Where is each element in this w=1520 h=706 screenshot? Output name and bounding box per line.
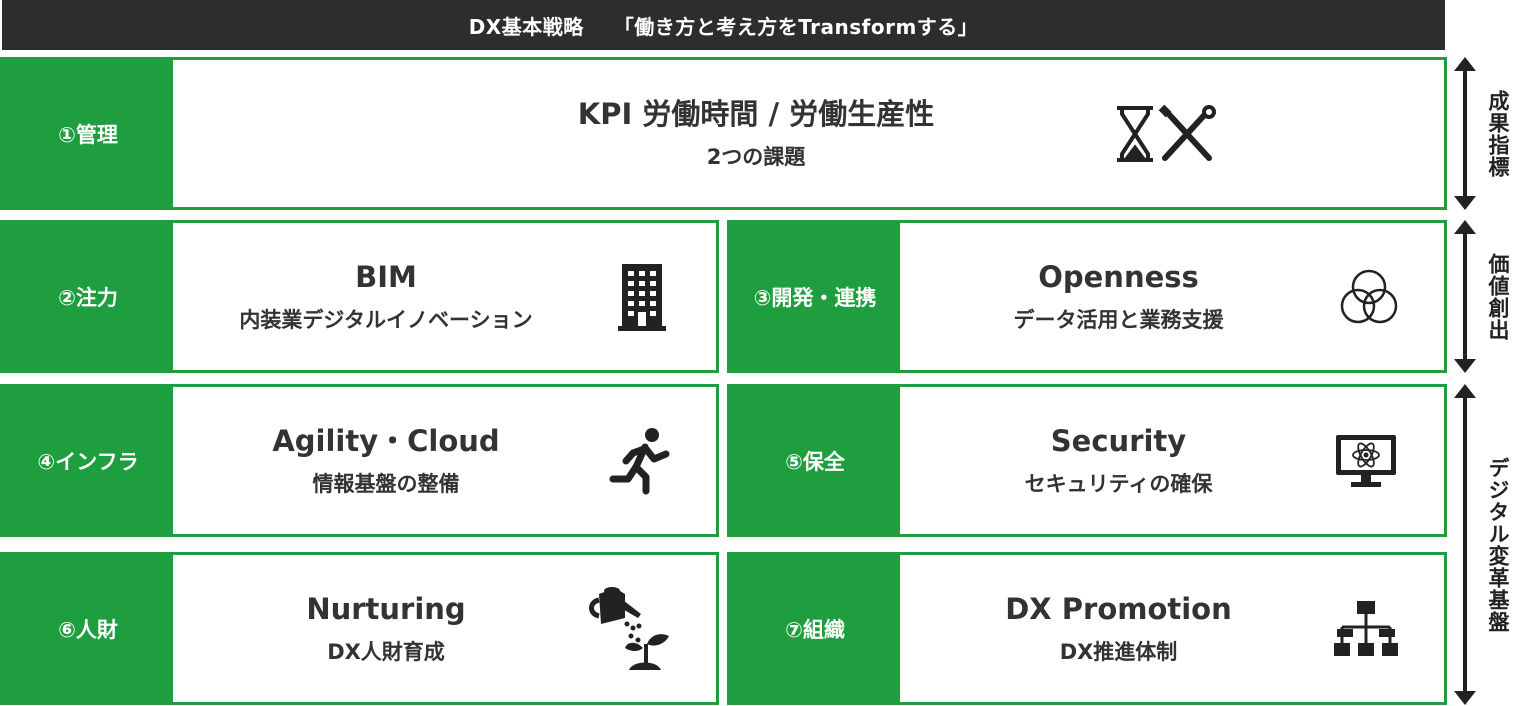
runner-icon [608, 427, 672, 495]
card-kpi-sub: 2つの課題 [706, 145, 806, 170]
side-value-label: 価値創出 [1483, 246, 1513, 347]
card-bim-sub: 内装業デジタルイノベーション [239, 308, 533, 333]
venn-circles-icon [1339, 268, 1399, 326]
card-promotion: ⑦組織 DX Promotion DX推進体制 [727, 552, 1447, 705]
side-value: 価値創出 [1450, 220, 1513, 373]
card-promotion-title: DX Promotion [1005, 591, 1232, 626]
card-kpi-title: KPI 労働時間 / 労働生産性 [577, 96, 935, 131]
kpi-icons [1113, 104, 1217, 164]
card-kpi-body: KPI 労働時間 / 労働生産性 2つの課題 [173, 60, 1444, 207]
card-openness: ③開発・連携 Openness データ活用と業務支援 [727, 220, 1447, 373]
card-bim-title: BIM [355, 259, 417, 294]
side-foundation: デジタル変革基盤 [1450, 384, 1513, 705]
card-openness-sub: データ活用と業務支援 [1013, 308, 1224, 333]
card-security-sub: セキュリティの確保 [1024, 472, 1213, 497]
side-results-label: 成果指標 [1483, 83, 1513, 184]
card-security-body: Security セキュリティの確保 [900, 387, 1444, 534]
card-nurturing: ⑥人財 Nurturing DX人財育成 [0, 552, 719, 705]
org-chart-icon [1334, 600, 1398, 657]
card-agility-title: Agility・Cloud [272, 423, 500, 458]
watering-can-icon [585, 584, 681, 674]
double-arrow-icon [1454, 57, 1476, 210]
card-nurturing-sub: DX人財育成 [327, 640, 445, 665]
header-slogan: 「働き方と考え方をTransformする」 [613, 14, 979, 39]
double-arrow-icon [1454, 384, 1476, 705]
card-agility-body: Agility・Cloud 情報基盤の整備 [173, 387, 716, 534]
side-foundation-label: デジタル変革基盤 [1483, 450, 1513, 639]
card-promotion-body: DX Promotion DX推進体制 [900, 555, 1444, 702]
card-kpi-label: ①管理 [3, 60, 173, 207]
card-nurturing-label: ⑥人財 [3, 555, 173, 702]
monitor-atom-icon [1334, 433, 1398, 489]
tools-icon [1158, 104, 1216, 161]
strategy-header: DX基本戦略 「働き方と考え方をTransformする」 [2, 0, 1445, 50]
card-promotion-sub: DX推進体制 [1059, 640, 1178, 665]
card-promotion-label: ⑦組織 [730, 555, 900, 702]
card-openness-body: Openness データ活用と業務支援 [900, 223, 1444, 370]
card-kpi: ①管理 KPI 労働時間 / 労働生産性 2つの課題 [0, 57, 1447, 210]
card-nurturing-body: Nurturing DX人財育成 [173, 555, 716, 702]
double-arrow-icon [1454, 220, 1476, 373]
card-security-title: Security [1050, 423, 1187, 458]
side-results: 成果指標 [1450, 57, 1513, 210]
card-openness-title: Openness [1038, 259, 1199, 294]
card-security-label: ⑤保全 [730, 387, 900, 534]
card-nurturing-title: Nurturing [306, 591, 466, 626]
building-icon [618, 262, 666, 332]
card-agility-label: ④インフラ [3, 387, 173, 534]
card-openness-label: ③開発・連携 [730, 223, 900, 370]
card-agility-sub: 情報基盤の整備 [312, 472, 460, 497]
card-security: ⑤保全 Security セキュリティの確保 [727, 384, 1447, 537]
card-bim-body: BIM 内装業デジタルイノベーション [173, 223, 716, 370]
hourglass-icon [1117, 105, 1153, 162]
header-title: DX基本戦略 [468, 14, 584, 39]
card-bim: ②注力 BIM 内装業デジタルイノベーション [0, 220, 719, 373]
card-bim-label: ②注力 [3, 223, 173, 370]
card-agility: ④インフラ Agility・Cloud 情報基盤の整備 [0, 384, 719, 537]
